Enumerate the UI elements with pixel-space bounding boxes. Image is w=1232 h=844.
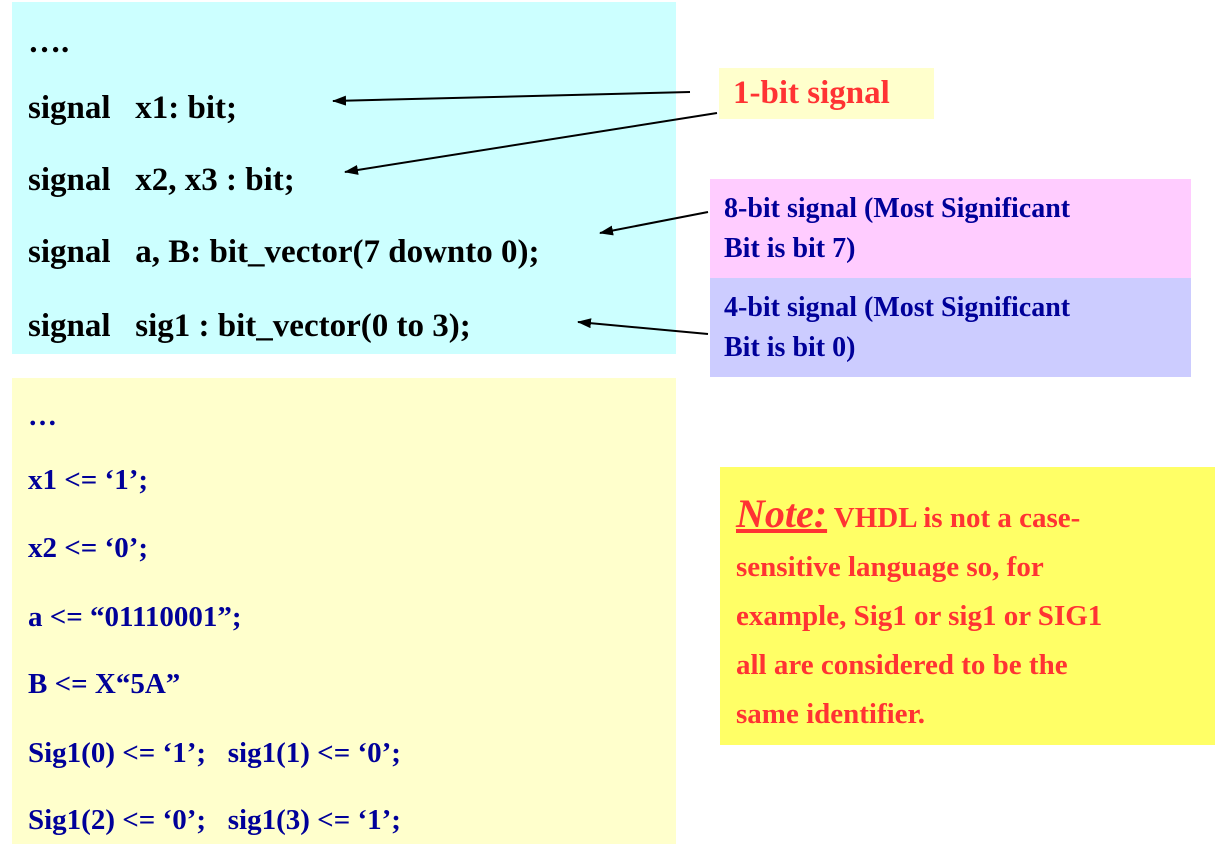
note-text-line2: sensitive language so, for <box>736 551 1044 583</box>
callout-four-bit-line1: 4-bit signal (Most Significant <box>724 292 1071 323</box>
note-box: Note: VHDL is not a case- sensitive lang… <box>720 467 1215 745</box>
note-text-line1: VHDL is not a case- <box>827 502 1081 534</box>
decl-line-x1: signal x1: bit; <box>28 90 238 126</box>
callout-eight-bit-line1: 8-bit signal (Most Significant <box>724 193 1071 224</box>
assign-line-x2: x2 <= ‘0’; <box>28 532 149 564</box>
note-text-line5: same identifier. <box>736 698 926 730</box>
callout-eight-bit-signal: 8-bit signal (Most Significant Bit is bi… <box>710 179 1191 278</box>
decl-line-ellipsis: …. <box>28 24 70 60</box>
assign-line-b: B <= X“5A” <box>28 668 181 700</box>
callout-four-bit-signal: 4-bit signal (Most Significant Bit is bi… <box>710 278 1191 377</box>
assign-line-sig1-a: Sig1(0) <= ‘1’; sig1(1) <= ‘0’; <box>28 737 401 769</box>
assignment-panel <box>12 378 676 844</box>
decl-line-sig1: signal sig1 : bit_vector(0 to 3); <box>28 308 471 344</box>
callout-one-bit-text: 1-bit signal <box>733 75 890 111</box>
callout-eight-bit-line2: Bit is bit 7) <box>724 233 856 264</box>
decl-line-x2-x3: signal x2, x3 : bit; <box>28 162 295 198</box>
assign-line-ellipsis: … <box>28 400 57 432</box>
declaration-panel <box>12 2 676 354</box>
assign-line-x1: x1 <= ‘1’; <box>28 464 149 496</box>
decl-line-a-b: signal a, B: bit_vector(7 downto 0); <box>28 234 540 270</box>
note-text-line4: all are considered to be the <box>736 649 1068 681</box>
assign-line-a: a <= “01110001”; <box>28 601 242 633</box>
note-text-line3: example, Sig1 or sig1 or SIG1 <box>736 600 1103 632</box>
note-label: Note: <box>736 491 828 536</box>
callout-four-bit-line2: Bit is bit 0) <box>724 332 856 363</box>
assign-line-sig1-b: Sig1(2) <= ‘0’; sig1(3) <= ‘1’; <box>28 804 401 836</box>
callout-one-bit-signal: 1-bit signal <box>719 68 934 119</box>
